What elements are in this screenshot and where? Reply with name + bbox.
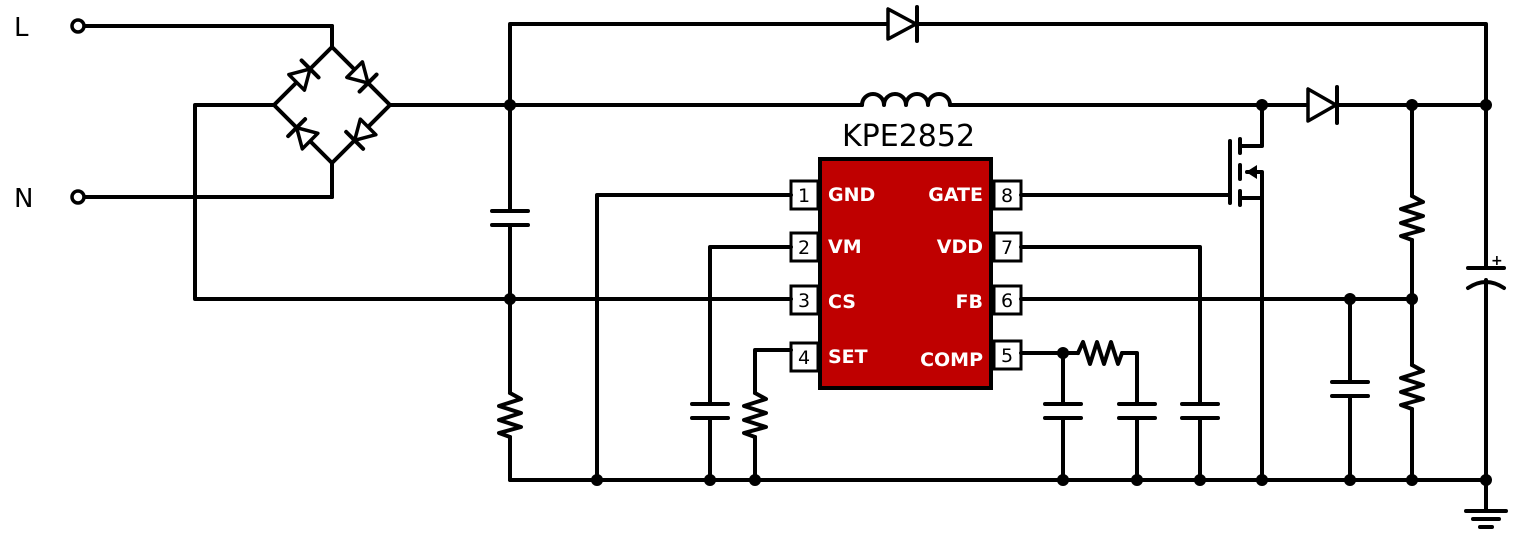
- resistor-icon: [497, 391, 523, 439]
- bridge-return-wire: [193, 103, 512, 301]
- pin-2-box: [789, 231, 820, 263]
- pin-4-name: SET: [828, 346, 868, 368]
- neutral-terminal: [70, 189, 86, 205]
- capacitor-polarity-label: +: [1491, 253, 1503, 269]
- vdd-pin-wire: [1019, 245, 1202, 482]
- pin-6-box: [992, 284, 1023, 316]
- capacitor-icon: [1043, 402, 1083, 420]
- resistor-icon: [1399, 194, 1425, 242]
- line-terminal: [70, 18, 86, 34]
- capacitor-icon: [1330, 380, 1370, 398]
- pin-5-name: COMP: [920, 349, 983, 371]
- set-pin-wire: [753, 348, 793, 482]
- pin-7-number: 7: [1001, 237, 1013, 259]
- pin-2-number: 2: [798, 237, 810, 259]
- pin-8-name: GATE: [928, 184, 983, 206]
- pin-2-name: VM: [828, 236, 862, 258]
- gnd-pin-wire: [595, 193, 793, 482]
- capacitor-icon: [1117, 402, 1157, 420]
- diode-icon: [886, 5, 919, 43]
- capacitor-icon: [690, 402, 730, 420]
- capacitor-icon: [1180, 402, 1220, 420]
- inductor-icon: [860, 92, 952, 107]
- pin-4-box: [789, 341, 820, 373]
- pin-5-box: [992, 339, 1023, 371]
- bypass-path: [508, 22, 1488, 107]
- input-wires: [76, 24, 334, 199]
- resistor-icon: [742, 391, 768, 439]
- neutral-input-label: N: [14, 184, 33, 214]
- ic-part-number: KPE2852: [842, 119, 975, 154]
- bridge-rectifier-icon: [272, 45, 392, 165]
- capacitor-icon: [490, 209, 530, 227]
- pin-1-box: [789, 179, 820, 211]
- pin-5-number: 5: [1001, 345, 1013, 367]
- resistor-icon: [1399, 363, 1425, 411]
- vm-pin-wire: [708, 245, 793, 482]
- pin-1-number: 1: [798, 185, 810, 207]
- pin-3-number: 3: [798, 290, 810, 312]
- electrolytic-capacitor-icon: [1466, 266, 1506, 290]
- line-input-label: L: [14, 13, 29, 43]
- ground-icon: [1464, 478, 1508, 529]
- pin-3-name: CS: [828, 291, 856, 313]
- pin-7-name: VDD: [937, 236, 983, 258]
- pin-6-name: FB: [956, 291, 983, 313]
- pin-4-number: 4: [798, 347, 810, 369]
- pin-6-number: 6: [1001, 290, 1013, 312]
- diode-icon: [1306, 85, 1339, 125]
- ic-body: [818, 157, 993, 390]
- pin-7-box: [992, 231, 1023, 263]
- mosfet-icon: [1228, 103, 1264, 482]
- resistor-icon: [1076, 340, 1124, 366]
- pin-8-number: 8: [1001, 185, 1013, 207]
- junction-dots: [504, 99, 1492, 486]
- pin-1-name: GND: [828, 184, 875, 206]
